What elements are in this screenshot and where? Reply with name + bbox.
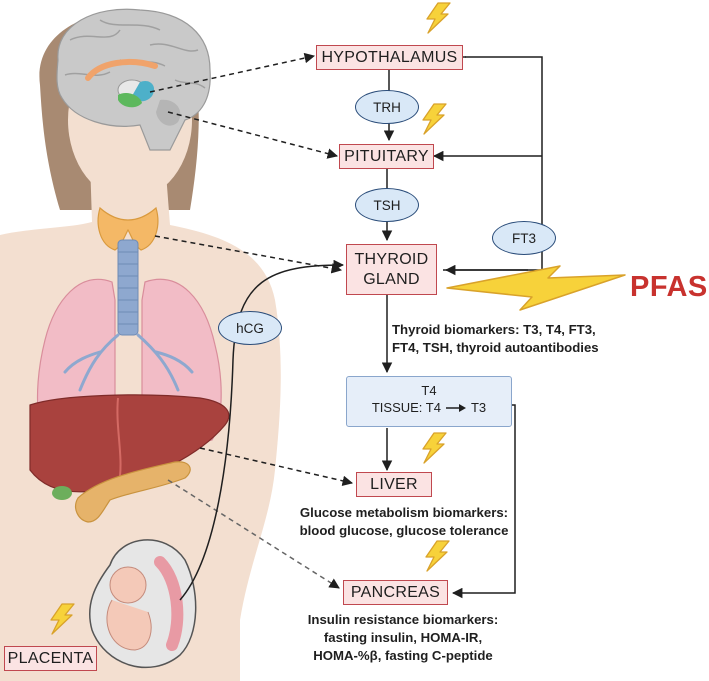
glucose-biomarkers-line1: Glucose metabolism biomarkers:: [299, 505, 509, 520]
hcg-oval: hCG: [218, 311, 282, 345]
arrow-right-icon: [445, 404, 466, 412]
thyroid-biomarkers: Thyroid biomarkers: T3, T4, FT3, FT4, TS…: [392, 321, 599, 357]
lightning-icon-liver: [422, 432, 447, 464]
tissue-suffix: T3: [470, 400, 487, 415]
pfas-label: PFAS: [630, 271, 708, 303]
pancreas-illustration: [75, 461, 191, 523]
thyroid-biomarkers-line1: Thyroid biomarkers: T3, T4, FT3,: [392, 322, 596, 337]
fetus-illustration: [88, 539, 197, 669]
trh-oval: TRH: [355, 90, 419, 124]
insulin-biomarkers-line3: HOMA-%β, fasting C-peptide: [313, 648, 493, 663]
tissue-prefix: TISSUE: T4: [371, 400, 441, 415]
lightning-icon-hypothalamus: [426, 2, 451, 34]
t4-tissue-box: T4 TISSUE: T4 T3: [346, 376, 512, 427]
lightning-icon-pancreas: [425, 540, 450, 572]
liver-illustration: [29, 394, 230, 500]
hypothalamus-label: HYPOTHALAMUS: [316, 45, 463, 70]
thyroid-gland-label: THYROID GLAND: [346, 244, 437, 295]
ft3-oval: FT3: [492, 221, 556, 255]
pituitary-label: PITUITARY: [339, 144, 434, 169]
thyroid-label-line1: THYROID: [354, 250, 429, 268]
insulin-biomarkers-line2: fasting insulin, HOMA-IR,: [323, 630, 483, 645]
pfas-lightning-icon: [446, 265, 626, 311]
lightning-icon-pituitary: [422, 103, 447, 135]
t4-title: T4: [421, 383, 437, 398]
thyroid-label-line2: GLAND: [363, 270, 420, 288]
glucose-biomarkers-line2: blood glucose, glucose tolerance: [299, 523, 509, 538]
body-illustration: [0, 8, 281, 681]
tissue-conversion: TISSUE: T4 T3: [347, 399, 511, 417]
tsh-oval: TSH: [355, 188, 419, 222]
pancreas-label: PANCREAS: [343, 580, 448, 605]
thyroid-biomarkers-line2: FT4, TSH, thyroid autoantibodies: [392, 340, 599, 355]
liver-label: LIVER: [356, 472, 432, 497]
thyroid-illustration: [97, 206, 159, 251]
placenta-label: PLACENTA: [4, 646, 97, 671]
insulin-biomarkers-line1: Insulin resistance biomarkers:: [307, 612, 499, 627]
connector-lines: [149, 52, 543, 601]
insulin-biomarkers: Insulin resistance biomarkers: fasting i…: [281, 611, 525, 665]
glucose-biomarkers: Glucose metabolism biomarkers: blood glu…: [296, 504, 512, 540]
